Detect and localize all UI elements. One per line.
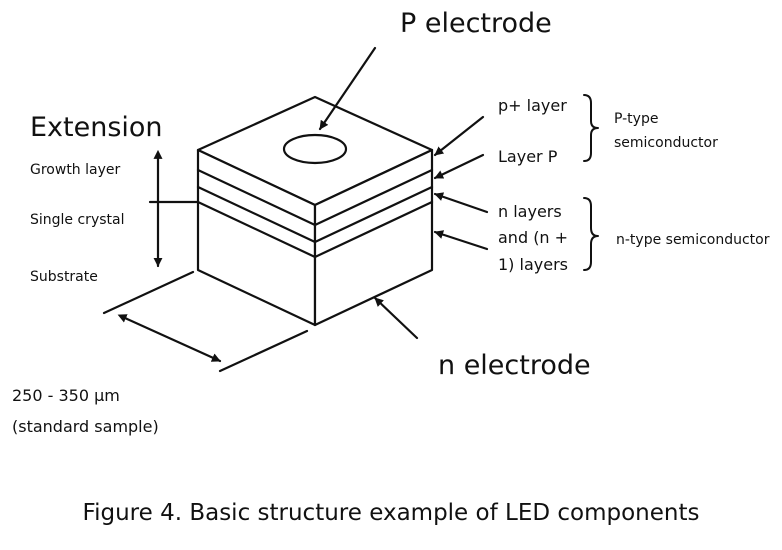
dimension-double-arrow [117, 314, 222, 363]
chip-right-face [313, 148, 434, 327]
layer-line-2 [196, 185, 434, 244]
dimension-line-left [102, 270, 195, 315]
p-plus-layer-arrow [433, 115, 485, 157]
n-layers-label-line2: and (n + [498, 228, 569, 247]
single-crystal-label: Single crystal [30, 212, 125, 228]
n-layer-arrow-1 [433, 192, 489, 214]
n-electrode-label: n electrode [438, 350, 591, 381]
p-electrode-label: P electrode [400, 8, 552, 39]
p-type-label-line2: semiconductor [614, 135, 718, 151]
p-type-label-line1: P-type [614, 111, 659, 127]
substrate-label: Substrate [30, 269, 98, 285]
p-type-brace [583, 94, 599, 162]
n-layers-label-line1: n layers [498, 202, 562, 221]
extension-label: Extension [30, 112, 163, 143]
n-layers-label-line3: 1) layers [498, 255, 568, 274]
n-type-label: n-type semiconductor [616, 232, 770, 248]
n-layer-arrow-2 [433, 230, 489, 251]
n-electrode-arrow [373, 296, 419, 340]
dimension-label-line2: (standard sample) [12, 417, 159, 436]
growth-layer-label: Growth layer [30, 162, 121, 178]
figure-caption: Figure 4. Basic structure example of LED… [82, 500, 700, 526]
dimension-label-line1: 250 - 350 µm [12, 386, 120, 405]
p-electrode-arrow [318, 46, 377, 131]
n-type-brace [583, 197, 599, 271]
layer-line-3 [196, 200, 434, 259]
p-electrode-pad [282, 133, 348, 165]
layer-p-label: Layer P [498, 147, 558, 166]
dimension-line-right [218, 329, 309, 373]
layer-line-1 [196, 168, 434, 227]
p-plus-layer-label: p+ layer [498, 96, 567, 115]
layer-p-arrow [433, 153, 485, 180]
